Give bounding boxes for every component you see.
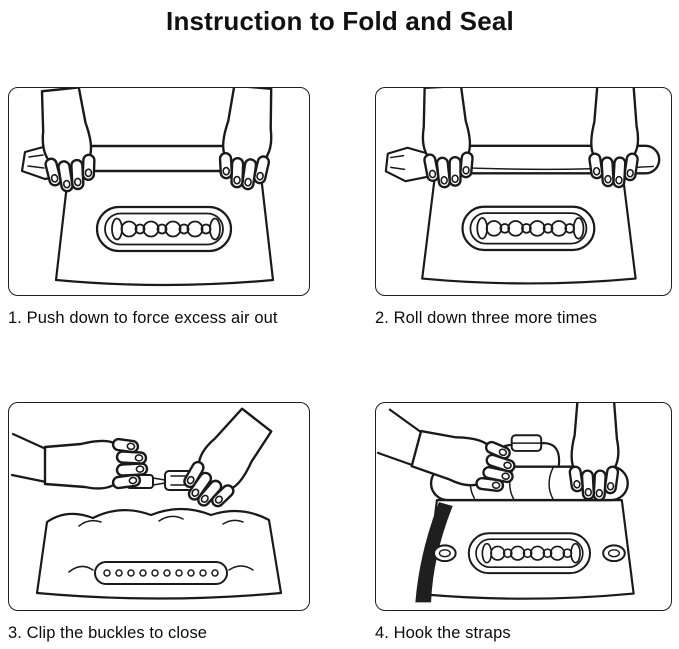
- step-4-caption: 4. Hook the straps: [375, 624, 511, 642]
- step-3-illustration: [10, 404, 283, 600]
- step-4-panel: [375, 402, 672, 611]
- step-1-caption: 1. Push down to force excess air out: [8, 309, 278, 327]
- page-title: Instruction to Fold and Seal: [166, 6, 514, 36]
- step-2-caption: 2. Roll down three more times: [375, 309, 598, 327]
- step-2-panel: [375, 87, 672, 296]
- step-4-illustration: [376, 403, 635, 603]
- step-1: 1. Push down to force excess air out: [8, 87, 310, 328]
- step-3-panel: [8, 402, 310, 611]
- step-1-panel: [8, 87, 310, 296]
- steps-grid: 1. Push down to force excess air out: [8, 87, 672, 643]
- step-2-illustration: [384, 88, 661, 285]
- step-4: 4. Hook the straps: [375, 402, 672, 643]
- step-3: 3. Clip the buckles to close: [8, 402, 310, 643]
- step-1-illustration: [20, 88, 278, 287]
- step-2: 2. Roll down three more times: [375, 87, 672, 328]
- step-3-caption: 3. Clip the buckles to close: [8, 624, 208, 642]
